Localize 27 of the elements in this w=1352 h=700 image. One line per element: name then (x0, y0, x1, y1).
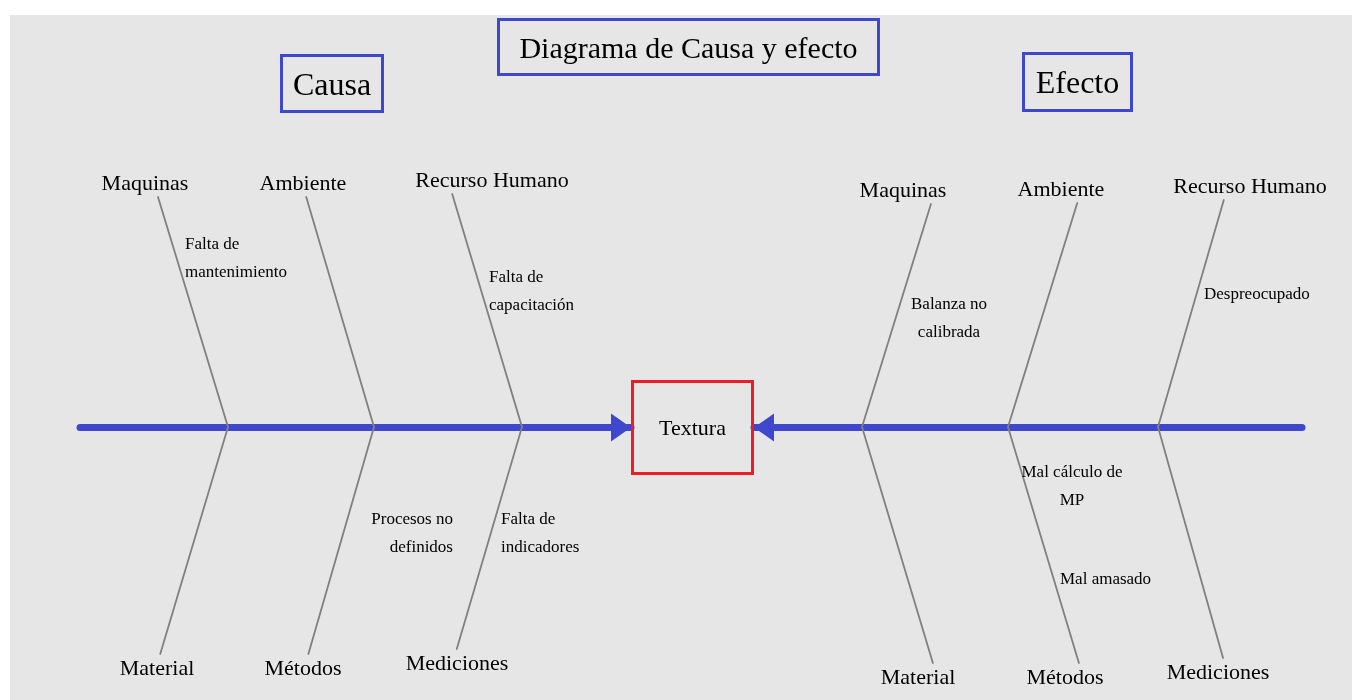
cause-label: Mal cálculo de MP (1020, 461, 1124, 511)
bone-line (1007, 202, 1079, 428)
spine-arrow (750, 413, 1306, 442)
category-label: Recurso Humano (1160, 172, 1340, 200)
cause-label: Falta de indicadores (501, 508, 581, 558)
cause-label: Balanza no calibrada (910, 293, 988, 343)
bone-line (307, 426, 375, 655)
heading-box: Causa (280, 54, 384, 113)
cause-label: Falta de capacitación (489, 266, 575, 316)
bone-line (157, 196, 229, 428)
heading-box: Efecto (1022, 52, 1133, 112)
bone-line (1007, 426, 1080, 664)
cause-label: Procesos no definidos (370, 508, 453, 558)
effect-box: Textura (631, 380, 754, 475)
bone-line (305, 196, 375, 428)
bone-line (861, 203, 932, 428)
bone-line (1157, 426, 1224, 659)
bone-line (1157, 199, 1225, 428)
cause-label: Falta de mantenimiento (185, 233, 288, 283)
title-box: Diagrama de Causa y efecto (497, 18, 880, 76)
bone-line (455, 426, 523, 650)
category-label: Recurso Humano (402, 166, 582, 194)
cause-label: Mal amasado (1060, 568, 1153, 590)
bone-line (159, 426, 229, 655)
bone-line (861, 426, 934, 664)
bone-line (451, 193, 523, 428)
cause-label: Despreocupado (1204, 283, 1311, 305)
